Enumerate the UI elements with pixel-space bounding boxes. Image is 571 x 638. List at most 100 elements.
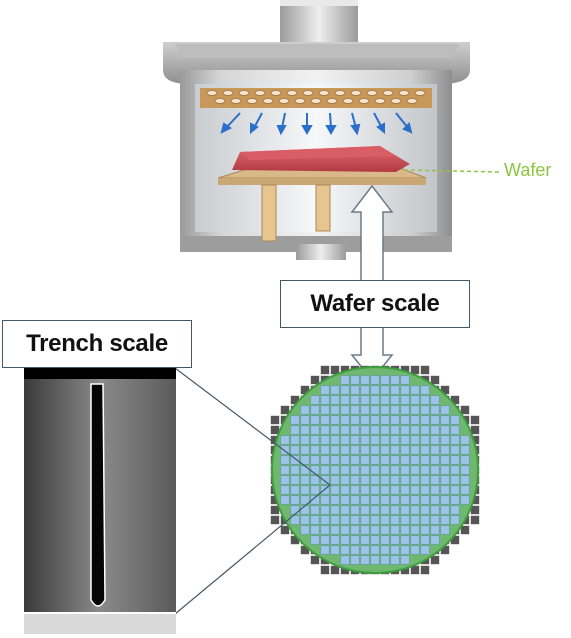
die (400, 415, 410, 425)
edge-die (320, 565, 330, 575)
die (420, 425, 430, 435)
die (300, 415, 310, 425)
die (340, 385, 350, 395)
die (320, 535, 330, 545)
die (390, 415, 400, 425)
die (440, 425, 450, 435)
die (360, 375, 370, 385)
die (450, 495, 460, 505)
die (320, 425, 330, 435)
die (330, 545, 340, 555)
die (450, 485, 460, 495)
reactor-chamber (163, 0, 470, 260)
die (340, 535, 350, 545)
die (360, 535, 370, 545)
die (290, 475, 300, 485)
die (430, 465, 440, 475)
die (450, 465, 460, 475)
die (450, 445, 460, 455)
die (380, 435, 390, 445)
die (420, 515, 430, 525)
die (320, 465, 330, 475)
die (380, 495, 390, 505)
die (280, 435, 290, 445)
edge-die (430, 375, 440, 385)
die (400, 455, 410, 465)
edge-die (410, 365, 420, 375)
die (440, 515, 450, 525)
wafer-leader-line (403, 169, 501, 173)
die (460, 445, 470, 455)
die (320, 545, 330, 555)
die (420, 505, 430, 515)
die (410, 525, 420, 535)
edge-die (420, 365, 430, 375)
die (400, 505, 410, 515)
die (370, 435, 380, 445)
die (330, 405, 340, 415)
edge-die (470, 495, 480, 505)
die (370, 395, 380, 405)
die (400, 395, 410, 405)
die (310, 515, 320, 525)
die (320, 415, 330, 425)
die (440, 485, 450, 495)
die (310, 415, 320, 425)
die (350, 435, 360, 445)
die (430, 495, 440, 505)
die (380, 505, 390, 515)
die (310, 405, 320, 415)
die (300, 445, 310, 455)
edge-die (400, 565, 410, 575)
die (420, 495, 430, 505)
die (370, 505, 380, 515)
die (430, 535, 440, 545)
die (430, 525, 440, 535)
die (410, 535, 420, 545)
die (420, 465, 430, 475)
edge-die (310, 375, 320, 385)
die (420, 445, 430, 455)
die (320, 475, 330, 485)
gas-flow-arrows (220, 112, 413, 136)
die (280, 475, 290, 485)
edge-die (280, 525, 290, 535)
die (280, 495, 290, 505)
die (410, 495, 420, 505)
edge-die (300, 385, 310, 395)
die (370, 535, 380, 545)
die (350, 475, 360, 485)
zoom-line-top (174, 367, 331, 486)
die (390, 505, 400, 515)
die (360, 475, 370, 485)
die (400, 425, 410, 435)
zoom-line-bottom (174, 484, 331, 615)
die (430, 475, 440, 485)
die (350, 395, 360, 405)
die (290, 445, 300, 455)
die (350, 495, 360, 505)
edge-die (280, 405, 290, 415)
die (410, 475, 420, 485)
die (280, 445, 290, 455)
die (320, 495, 330, 505)
die (320, 435, 330, 445)
die (460, 465, 470, 475)
die (350, 515, 360, 525)
edge-die (410, 565, 420, 575)
die (400, 555, 410, 565)
die (300, 405, 310, 415)
edge-die (270, 415, 280, 425)
die (390, 545, 400, 555)
die (350, 385, 360, 395)
die (290, 425, 300, 435)
die (390, 375, 400, 385)
die (410, 455, 420, 465)
die (310, 445, 320, 455)
die (320, 385, 330, 395)
die (320, 455, 330, 465)
die (390, 445, 400, 455)
die (330, 515, 340, 525)
die (440, 445, 450, 455)
